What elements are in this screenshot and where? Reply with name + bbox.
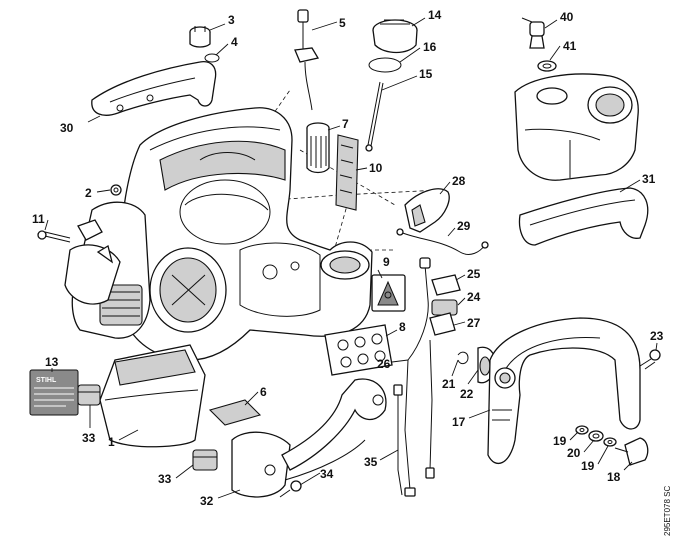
part-14-fuel-cap — [372, 19, 418, 54]
callout-30: 30 — [60, 121, 74, 135]
callout-23: 23 — [650, 329, 664, 343]
callout-3: 3 — [228, 13, 235, 27]
callout-40: 40 — [560, 10, 574, 24]
callout-25: 25 — [467, 267, 481, 281]
callout-8: 8 — [399, 320, 406, 334]
leader-lines — [44, 17, 658, 499]
reference-code: 295ET078 SC — [663, 486, 672, 536]
part-40-valve — [521, 17, 545, 49]
part-5-fuel-line — [294, 9, 320, 111]
callout-13: 11 — [32, 212, 45, 226]
callout-11: 13 — [45, 355, 59, 369]
callout-18: 18 — [607, 470, 621, 484]
side-intake-cover — [64, 201, 151, 339]
part-10-filter-strip — [335, 134, 359, 211]
callout-9: 9 — [383, 255, 390, 269]
part-3-grommet — [189, 26, 211, 48]
callout-33-left: 33 — [82, 431, 96, 445]
callout-21: 21 — [442, 377, 456, 391]
part-30-handle-grip — [91, 60, 217, 116]
main-housing — [119, 107, 373, 361]
callout-10: 10 — [369, 161, 383, 175]
callout-16: 16 — [423, 40, 437, 54]
callout-22: 22 — [460, 387, 474, 401]
part-7-fuel-filter — [306, 122, 330, 174]
part-17-rear-handle — [487, 317, 641, 465]
part-34-screw — [279, 480, 302, 498]
part-20-washer — [588, 430, 604, 442]
callout-numbers: 3 4 5 14 16 15 40 41 7 10 30 2 11 28 29 … — [32, 8, 664, 508]
part-33-rubber-foot-left — [77, 384, 101, 406]
part-8-symbol-decal — [324, 324, 393, 376]
callout-26: 26 — [377, 357, 391, 371]
callout-2: 2 — [85, 186, 92, 200]
part-18-knob — [614, 437, 649, 466]
callout-34: 34 — [320, 467, 334, 481]
part-29-throttle-cable — [396, 228, 489, 255]
part-25-switch-cover — [431, 274, 461, 296]
part-9-warning-decal — [371, 274, 406, 312]
callout-4: 4 — [231, 35, 238, 49]
callout-33-bottom: 33 — [158, 472, 172, 486]
label-brand-text: STIHL — [36, 377, 57, 384]
callout-20: 20 — [567, 446, 581, 460]
part-1-blower-outlet — [99, 344, 206, 448]
callout-27: 27 — [467, 316, 481, 330]
part-11-label: STIHL — [29, 369, 79, 416]
callout-28: 28 — [452, 174, 466, 188]
callout-31: 31 — [642, 172, 656, 186]
part-32-hip-pad — [231, 431, 291, 498]
strap-frame — [281, 378, 387, 481]
part-15-rod — [365, 81, 384, 152]
callout-19-b: 19 — [581, 459, 595, 473]
callout-5: 5 — [339, 16, 346, 30]
callout-14: 14 — [428, 8, 442, 22]
part-24-switch — [431, 299, 458, 316]
callout-6: 6 — [260, 385, 267, 399]
part-13-screw — [37, 230, 71, 243]
fuel-tank — [514, 73, 639, 181]
callout-1: 1 — [108, 435, 115, 449]
part-31-cover-strip — [518, 187, 649, 246]
callout-29: 29 — [457, 219, 471, 233]
part-41-grommet — [537, 60, 557, 72]
callout-7: 7 — [342, 117, 349, 131]
part-28-throttle-trigger — [404, 188, 450, 233]
part-2-nut — [110, 184, 122, 196]
part-16-gasket — [368, 57, 402, 73]
callout-32: 32 — [200, 494, 214, 508]
part-26-wire — [404, 257, 431, 497]
callout-24: 24 — [467, 290, 481, 304]
part-27-switch-housing — [429, 312, 456, 336]
part-23-screw — [639, 349, 661, 370]
callout-35: 35 — [364, 455, 378, 469]
callout-17: 17 — [452, 415, 466, 429]
part-19-washer-b — [603, 437, 617, 447]
part-21-clip — [457, 351, 469, 365]
callout-41: 41 — [563, 39, 577, 53]
part-35-wire — [393, 339, 435, 496]
part-4-o-ring — [204, 53, 220, 63]
callout-19-a: 19 — [553, 434, 567, 448]
part-19-washer-a — [575, 425, 589, 435]
part-6-pad — [208, 399, 262, 426]
part-33-rubber-foot-bottom — [192, 449, 218, 471]
callout-15: 15 — [419, 67, 433, 81]
